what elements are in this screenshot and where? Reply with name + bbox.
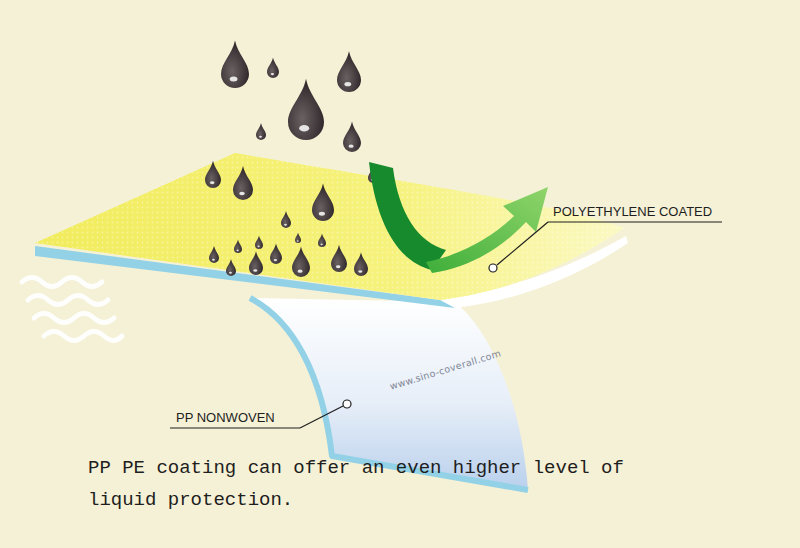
droplet-highlight <box>229 272 232 274</box>
droplet <box>234 239 242 253</box>
droplet <box>249 251 263 275</box>
droplet-highlight <box>320 244 322 246</box>
droplet-body <box>256 123 266 140</box>
blocked-arrow <box>369 162 446 270</box>
droplet-highlight <box>239 192 245 196</box>
leader-line <box>497 222 548 265</box>
droplet <box>256 123 266 140</box>
layer-label: POLYETHYLENE COATED <box>553 204 712 219</box>
steam-wave <box>28 296 108 305</box>
droplet-body <box>226 259 236 276</box>
droplet <box>270 244 282 264</box>
droplet-body <box>234 239 242 253</box>
droplet-body <box>255 235 263 249</box>
steam-wave <box>44 332 122 341</box>
liquid-droplets <box>205 40 378 277</box>
droplet-highlight <box>297 240 299 242</box>
droplet <box>312 184 334 221</box>
droplet-highlight <box>230 76 238 81</box>
droplet-highlight <box>259 136 262 138</box>
droplet-highlight <box>210 181 214 184</box>
droplet-body <box>205 161 221 188</box>
droplet-body <box>295 233 301 243</box>
droplet <box>331 245 347 272</box>
droplet-body <box>270 244 282 264</box>
droplet-body <box>249 251 263 275</box>
droplet <box>337 51 361 92</box>
leader-lines <box>170 222 722 428</box>
droplet <box>354 252 368 276</box>
droplet-highlight <box>236 250 238 252</box>
droplet-highlight <box>299 125 309 131</box>
droplet-highlight <box>274 259 277 261</box>
droplet <box>205 161 221 188</box>
droplet-body <box>281 211 291 228</box>
leader-dot <box>343 400 351 408</box>
layer-label: PP NONWOVEN <box>176 410 275 425</box>
droplet-highlight <box>358 270 362 273</box>
leader-dot <box>489 264 497 272</box>
droplet-body <box>354 252 368 276</box>
droplet-body <box>343 121 361 152</box>
droplet-highlight <box>284 224 287 226</box>
droplet-highlight <box>344 82 351 86</box>
droplet <box>233 166 253 200</box>
droplet-body <box>337 51 361 92</box>
droplet <box>281 211 291 228</box>
label-underline <box>170 427 300 428</box>
deflect-arrow <box>426 187 548 273</box>
droplet <box>255 235 263 249</box>
droplet-body <box>267 58 279 78</box>
droplet-body <box>318 233 326 247</box>
droplet-body <box>233 166 253 200</box>
droplet-highlight <box>253 269 257 272</box>
polyethylene-texture <box>35 153 624 300</box>
label-underline <box>548 221 722 222</box>
droplet-body <box>209 246 219 263</box>
steam-waves <box>22 278 122 341</box>
droplet-highlight <box>271 73 274 75</box>
droplet-body <box>288 79 324 140</box>
droplet <box>292 246 310 277</box>
steam-wave <box>22 278 102 287</box>
droplet <box>226 259 236 276</box>
droplet-body <box>331 245 347 272</box>
leader-line <box>300 406 343 428</box>
droplet-highlight <box>298 270 303 273</box>
droplet-body <box>312 184 334 221</box>
droplet <box>209 246 219 263</box>
droplet <box>318 233 326 247</box>
droplet-highlight <box>349 145 354 148</box>
droplet <box>267 58 279 78</box>
polyethylene-layer <box>35 153 624 300</box>
droplet-highlight <box>319 212 325 216</box>
droplet <box>343 121 361 152</box>
droplet-highlight <box>212 259 215 261</box>
droplet-highlight <box>257 246 259 248</box>
droplet-body <box>292 246 310 277</box>
droplet <box>221 40 249 88</box>
droplet-body <box>221 40 249 88</box>
steam-wave <box>34 314 114 323</box>
caption: PP PE coating can offer an even higher l… <box>88 452 688 516</box>
droplet-highlight <box>336 265 340 268</box>
droplet <box>288 79 324 140</box>
droplet <box>295 233 301 243</box>
